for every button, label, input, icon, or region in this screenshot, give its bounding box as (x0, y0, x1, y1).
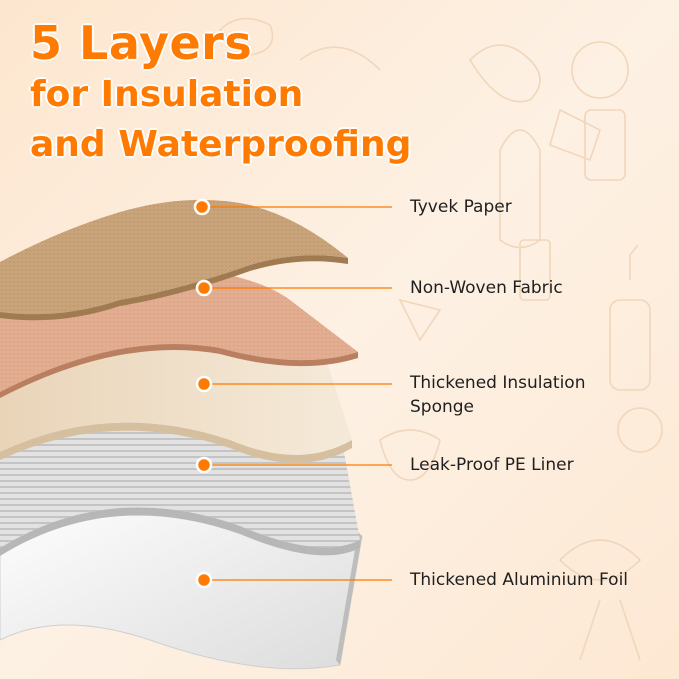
food-doodles (218, 17, 663, 661)
label-tyvek-paper: Tyvek Paper (410, 197, 512, 217)
label-non-woven-fabric: Non-Woven Fabric (410, 278, 563, 298)
label-pe-liner: Leak-Proof PE Liner (410, 455, 574, 475)
layer-tyvek-paper (0, 199, 348, 321)
callout-pe-liner (195, 456, 392, 474)
page-title: 5 Layers (30, 16, 253, 70)
page-subtitle-line2: and Waterproofing (30, 124, 412, 165)
callout-non-woven (195, 279, 392, 297)
layer-insulation-sponge (0, 340, 352, 463)
page-subtitle-line1: for Insulation (30, 74, 304, 115)
callout-sponge (195, 375, 392, 393)
callout-tyvek (193, 198, 392, 216)
label-aluminium-foil: Thickened Aluminium Foil (410, 570, 629, 590)
label-insulation-sponge: Thickened Insulation Sponge (410, 373, 586, 417)
callout-aluminium (195, 571, 392, 589)
